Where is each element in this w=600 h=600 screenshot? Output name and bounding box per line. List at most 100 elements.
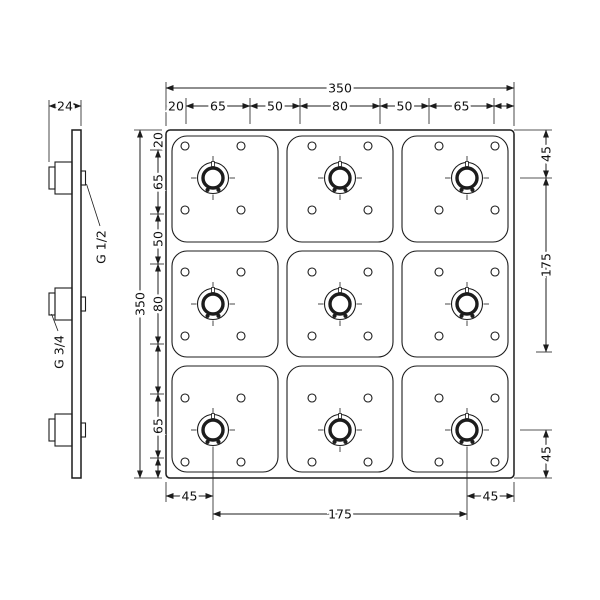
screw-hole xyxy=(180,393,190,403)
dimension-right-175: 175 xyxy=(536,177,556,353)
port xyxy=(191,156,235,200)
port-ring xyxy=(201,166,225,190)
port-lug xyxy=(205,439,210,444)
port xyxy=(191,408,235,452)
screw-hole xyxy=(236,331,246,341)
dimension-left-segment: 80 xyxy=(148,263,168,345)
port-notch xyxy=(338,287,342,293)
dimension-top-segment: 80 xyxy=(299,96,381,116)
port-lug xyxy=(343,313,348,318)
port xyxy=(318,408,362,452)
module-outline xyxy=(401,365,509,473)
port-ring xyxy=(455,418,479,442)
dimension-label: 45 xyxy=(539,446,554,462)
leader-line-g-three-quarter xyxy=(51,313,59,332)
screw-hole xyxy=(307,205,317,215)
dimension-label: 175 xyxy=(539,253,554,277)
port-lug xyxy=(205,187,210,192)
screw-hole xyxy=(363,141,373,151)
screw-hole xyxy=(180,205,190,215)
port xyxy=(445,282,489,326)
screw-hole xyxy=(434,331,444,341)
port-lug xyxy=(343,439,348,444)
port xyxy=(445,156,489,200)
side-view: G 1/2 G 3/4 xyxy=(48,129,111,479)
port xyxy=(318,156,362,200)
screw-hole xyxy=(236,393,246,403)
dimension-label: 65 xyxy=(210,99,226,114)
screw-hole xyxy=(180,331,190,341)
screw-hole xyxy=(490,141,500,151)
dimension-bottom-45-left: 45 xyxy=(165,486,214,506)
port-lug xyxy=(459,187,464,192)
screw-hole xyxy=(490,267,500,277)
port-notch xyxy=(338,161,342,167)
screw-hole xyxy=(307,393,317,403)
dimension-label: 24 xyxy=(57,99,73,114)
screw-hole xyxy=(490,205,500,215)
supply-connector-flange xyxy=(48,292,56,316)
module-outline xyxy=(286,365,394,473)
screw-hole xyxy=(363,331,373,341)
supply-connector-body xyxy=(54,413,73,447)
port-lug xyxy=(470,313,475,318)
port-lug xyxy=(332,313,337,318)
port-lug xyxy=(216,439,221,444)
dimension-top-segment: 50 xyxy=(249,96,301,116)
dimension-left-segment: 50 xyxy=(148,213,168,265)
port-ring xyxy=(455,166,479,190)
dimension-left-segment: 65 xyxy=(148,393,168,459)
port-lug xyxy=(459,313,464,318)
screw-hole xyxy=(180,457,190,467)
port-lug xyxy=(332,187,337,192)
screw-hole xyxy=(490,331,500,341)
port-ring xyxy=(328,418,352,442)
outlet-stub xyxy=(80,422,87,438)
module-outline xyxy=(401,135,509,243)
outlet-stub xyxy=(80,296,87,312)
dimension-bottom-45-right: 45 xyxy=(466,486,515,506)
dimension-label: 80 xyxy=(332,99,348,114)
screw-hole xyxy=(236,141,246,151)
dimension-right-45-top: 45 xyxy=(536,129,556,179)
thread-label-g-three-quarter: G 3/4 xyxy=(52,335,67,369)
module-outline xyxy=(401,250,509,358)
screw-hole xyxy=(236,205,246,215)
dimension-left-segment: 65 xyxy=(148,149,168,215)
screw-hole xyxy=(363,457,373,467)
port-lug xyxy=(205,313,210,318)
dimension-top-overall: 350 xyxy=(165,78,515,98)
dimension-top-segment: 20 xyxy=(166,96,187,116)
screw-hole xyxy=(307,457,317,467)
screw-hole xyxy=(434,205,444,215)
dimension-left-overall: 350 xyxy=(130,129,150,479)
port-lug xyxy=(216,187,221,192)
screw-hole xyxy=(363,267,373,277)
screw-hole xyxy=(307,141,317,151)
thread-label-g-half: G 1/2 xyxy=(94,230,109,264)
screw-hole xyxy=(363,205,373,215)
dimension-right-45-bottom: 45 xyxy=(536,429,556,479)
screw-hole xyxy=(236,457,246,467)
port-lug xyxy=(332,439,337,444)
port-ring xyxy=(455,292,479,316)
dimension-label: 175 xyxy=(328,507,352,522)
screw-hole xyxy=(180,141,190,151)
port xyxy=(191,282,235,326)
leader-line-g-half xyxy=(86,183,101,227)
port-notch xyxy=(465,161,469,167)
supply-connector-body xyxy=(54,287,73,321)
supply-connector-flange xyxy=(48,418,56,442)
port xyxy=(318,282,362,326)
dimension-top-segment: 65 xyxy=(185,96,251,116)
base-plate-outline xyxy=(165,129,515,479)
screw-hole xyxy=(236,267,246,277)
port-ring xyxy=(201,292,225,316)
screw-hole xyxy=(434,267,444,277)
port-notch xyxy=(211,287,215,293)
dimension-side-depth: 24 xyxy=(48,96,82,116)
port-lug xyxy=(459,439,464,444)
side-plate xyxy=(71,129,82,479)
dimension-label: 20 xyxy=(168,99,184,114)
port-notch xyxy=(211,413,215,419)
